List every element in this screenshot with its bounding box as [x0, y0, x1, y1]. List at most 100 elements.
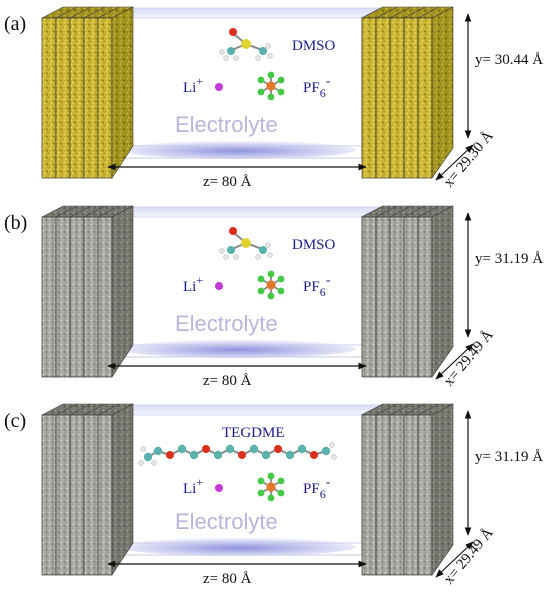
left-layer-face — [41, 216, 57, 378]
fluorine-atom — [257, 489, 265, 497]
phosphorus-atom — [266, 280, 276, 290]
electrolyte-region — [111, 414, 363, 556]
right-layer-face — [389, 216, 405, 378]
right-layer-face — [361, 17, 377, 179]
electrolyte-floor — [120, 141, 356, 159]
x-dimension-arrow — [435, 541, 474, 578]
right-layer-face — [389, 17, 405, 179]
cation-symbol: Li — [183, 279, 196, 295]
carbon-atom — [261, 450, 271, 460]
fluorine-atom — [277, 275, 285, 283]
electrolyte-floor — [120, 538, 356, 556]
x-dimension-arrow — [435, 144, 474, 181]
cation-charge: + — [196, 273, 203, 287]
right-layer-face — [417, 216, 433, 378]
electrolyte-top-face — [111, 7, 382, 19]
carbon-atom — [213, 450, 223, 460]
right-layer-face — [403, 17, 419, 179]
oxygen-atom — [229, 28, 237, 36]
right-layer-face — [417, 414, 433, 576]
anion-symbol: PF — [303, 481, 320, 497]
hydrogen-atom — [265, 43, 271, 49]
oxygen-atom — [229, 227, 237, 235]
left-layer-face — [55, 17, 71, 179]
carbon-atom — [259, 47, 267, 55]
fluorine-atom — [257, 287, 265, 295]
hydrogen-atom — [255, 254, 261, 260]
left-electrode-layer — [55, 6, 92, 179]
carbon-atom — [143, 452, 153, 462]
left-layer-face — [69, 414, 85, 576]
sulfur-atom — [241, 238, 251, 248]
left-layer-face — [97, 414, 113, 576]
dmso-molecule-icon — [219, 227, 273, 260]
left-electrode-layer — [97, 205, 134, 378]
dmso-molecule-icon — [219, 28, 273, 61]
sulfur-atom — [241, 39, 251, 49]
fluorine-atom — [277, 287, 285, 295]
fluorine-atom — [267, 71, 275, 79]
y-dimension-label: y= 31.19 Å — [475, 449, 543, 465]
carbon-atom — [259, 246, 267, 254]
hydrogen-atom — [219, 248, 225, 254]
anion-subscript: 6 — [320, 487, 326, 501]
right-electrode-layer — [403, 6, 440, 179]
fluorine-atom — [277, 76, 285, 84]
fluorine-atom — [267, 270, 275, 278]
fluorine-atom — [267, 292, 275, 300]
left-layer-face — [97, 216, 113, 378]
right-layer-face — [389, 414, 405, 576]
left-layer-face — [83, 17, 99, 179]
left-layer-face — [41, 414, 57, 576]
anion-charge: - — [326, 74, 331, 89]
hydrogen-atom — [151, 460, 157, 466]
fluorine-atom — [277, 88, 285, 96]
anion-charge: - — [326, 475, 331, 490]
right-electrode-layer — [389, 6, 426, 179]
electrolyte-label: Electrolyte — [175, 311, 278, 336]
anion-subscript: 6 — [320, 86, 326, 100]
panel-label: (c) — [4, 410, 26, 432]
carbon-atom — [225, 444, 235, 454]
anion-subscript: 6 — [320, 285, 326, 299]
hydrogen-atom — [219, 49, 225, 55]
z-dimension-label: z= 80 Å — [203, 174, 252, 190]
fluorine-atom — [257, 88, 265, 96]
fluorine-atom — [267, 494, 275, 502]
left-electrode-layer — [69, 205, 106, 378]
fluorine-atom — [267, 472, 275, 480]
left-electrode-layer — [55, 403, 92, 576]
left-electrode-inner-face — [111, 205, 134, 379]
cation-symbol: Li — [183, 481, 196, 497]
fluorine-atom — [277, 477, 285, 485]
lithium-ion-label: Li+ — [183, 273, 203, 295]
right-electrode-side-face — [431, 6, 454, 179]
y-dimension-label: y= 30.44 Å — [475, 52, 543, 68]
left-layer-face — [83, 414, 99, 576]
right-electrode-layer — [361, 6, 398, 179]
phosphorus-atom — [266, 81, 276, 91]
hydrogen-atom — [267, 252, 273, 258]
right-layer-face — [375, 216, 391, 378]
hydrogen-atom — [329, 442, 335, 448]
electrolyte-region — [111, 17, 363, 159]
solvent-label: TEGDME — [222, 425, 285, 441]
hydrogen-atom — [267, 53, 273, 59]
cation-charge: + — [196, 74, 203, 88]
oxygen-atom — [310, 451, 318, 459]
electrolyte-top-face — [111, 404, 382, 416]
carbon-atom — [321, 446, 331, 456]
lithium-atom-icon — [215, 83, 223, 91]
lithium-ion-label: Li+ — [183, 74, 203, 96]
carbon-atom — [297, 444, 307, 454]
left-layer-face — [69, 17, 85, 179]
fluorine-atom — [257, 275, 265, 283]
hydrogen-atom — [255, 55, 261, 61]
hydrogen-atom — [138, 460, 144, 466]
left-electrode-inner-face — [111, 403, 134, 577]
right-electrode-layer — [375, 205, 412, 378]
